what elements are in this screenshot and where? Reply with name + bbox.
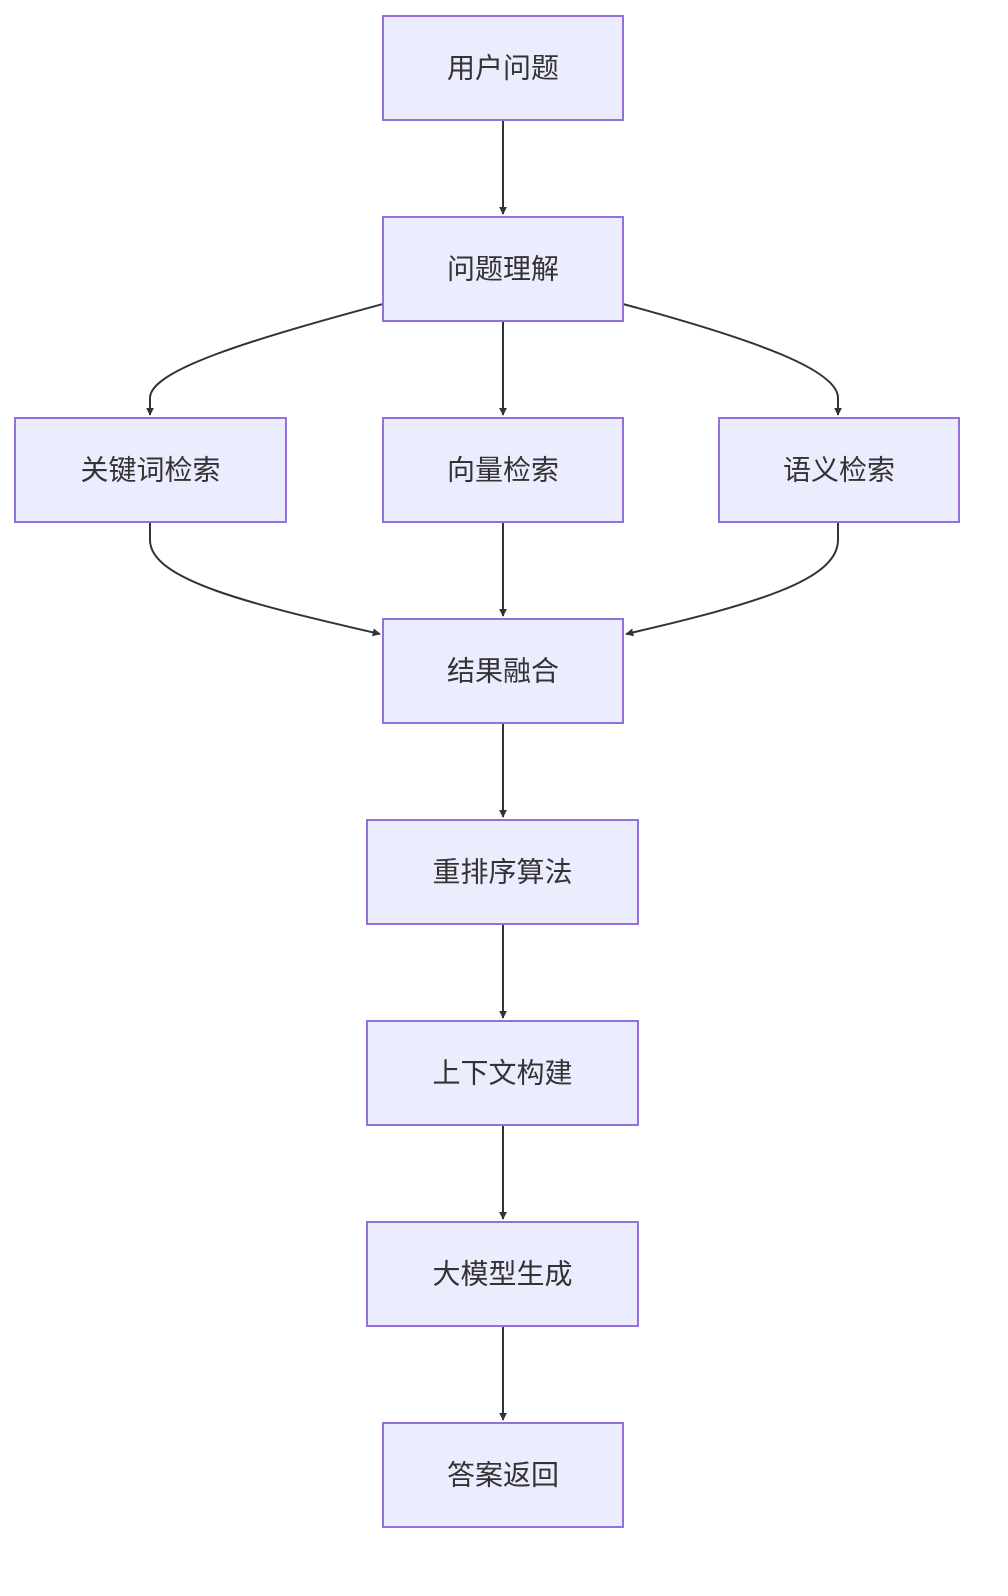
node-label: 答案返回	[447, 1459, 559, 1492]
node-label: 向量检索	[447, 454, 559, 487]
flow-node-n1: 用户问题	[382, 15, 624, 121]
node-box	[382, 216, 624, 322]
node-label: 关键词检索	[80, 454, 220, 487]
node-box	[382, 417, 624, 523]
node-box	[382, 15, 624, 121]
flow-node-n6: 结果融合	[382, 618, 624, 724]
node-box	[366, 1020, 639, 1126]
edge-arrow-n2-to-n5	[622, 303, 838, 415]
edge-arrow-n2-to-n3	[150, 303, 384, 415]
node-box	[366, 1221, 639, 1327]
flow-node-n10: 答案返回	[382, 1422, 624, 1528]
node-label: 语义检索	[783, 454, 895, 487]
node-box	[718, 417, 960, 523]
edges-layer	[150, 120, 838, 1420]
node-label: 上下文构建	[432, 1057, 572, 1090]
flow-node-n3: 关键词检索	[14, 417, 287, 523]
node-label: 重排序算法	[432, 856, 572, 889]
flow-node-n2: 问题理解	[382, 216, 624, 322]
edge-arrow-n5-to-n6	[626, 522, 839, 634]
node-label: 问题理解	[447, 253, 559, 286]
flow-node-n7: 重排序算法	[366, 819, 639, 925]
node-box	[366, 819, 639, 925]
node-label: 大模型生成	[432, 1258, 572, 1291]
edge-arrow-n3-to-n6	[149, 522, 380, 634]
node-box	[382, 1422, 624, 1528]
node-label: 用户问题	[447, 52, 559, 85]
flow-node-n9: 大模型生成	[366, 1221, 639, 1327]
node-box	[382, 618, 624, 724]
node-box	[14, 417, 287, 523]
flow-node-n4: 向量检索	[382, 417, 624, 523]
flow-node-n5: 语义检索	[718, 417, 960, 523]
node-label: 结果融合	[447, 655, 559, 688]
flow-node-n8: 上下文构建	[366, 1020, 639, 1126]
